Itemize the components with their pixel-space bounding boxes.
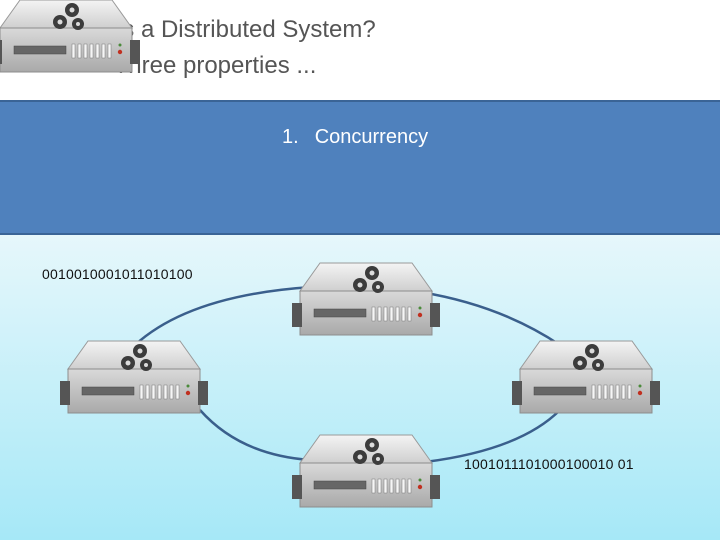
link-bottom-left <box>199 409 311 462</box>
server-left <box>59 340 209 414</box>
concurrency-band <box>0 100 720 235</box>
title-line-2: Three properties ... <box>113 52 317 79</box>
binary-bottom-right: 1001011101000100010 01 <box>464 456 634 472</box>
server-bottom <box>291 434 441 508</box>
property-number: 1. <box>282 126 299 148</box>
server-right <box>511 340 661 414</box>
property-label: Concurrency <box>314 126 429 148</box>
link-left-top <box>134 285 313 346</box>
binary-top-left: 0010010001011010100 <box>42 266 193 282</box>
link-top-right <box>419 290 561 347</box>
property-item: 1. Concurrency <box>282 126 428 149</box>
link-right-bottom <box>424 409 561 464</box>
server-top <box>291 262 441 336</box>
